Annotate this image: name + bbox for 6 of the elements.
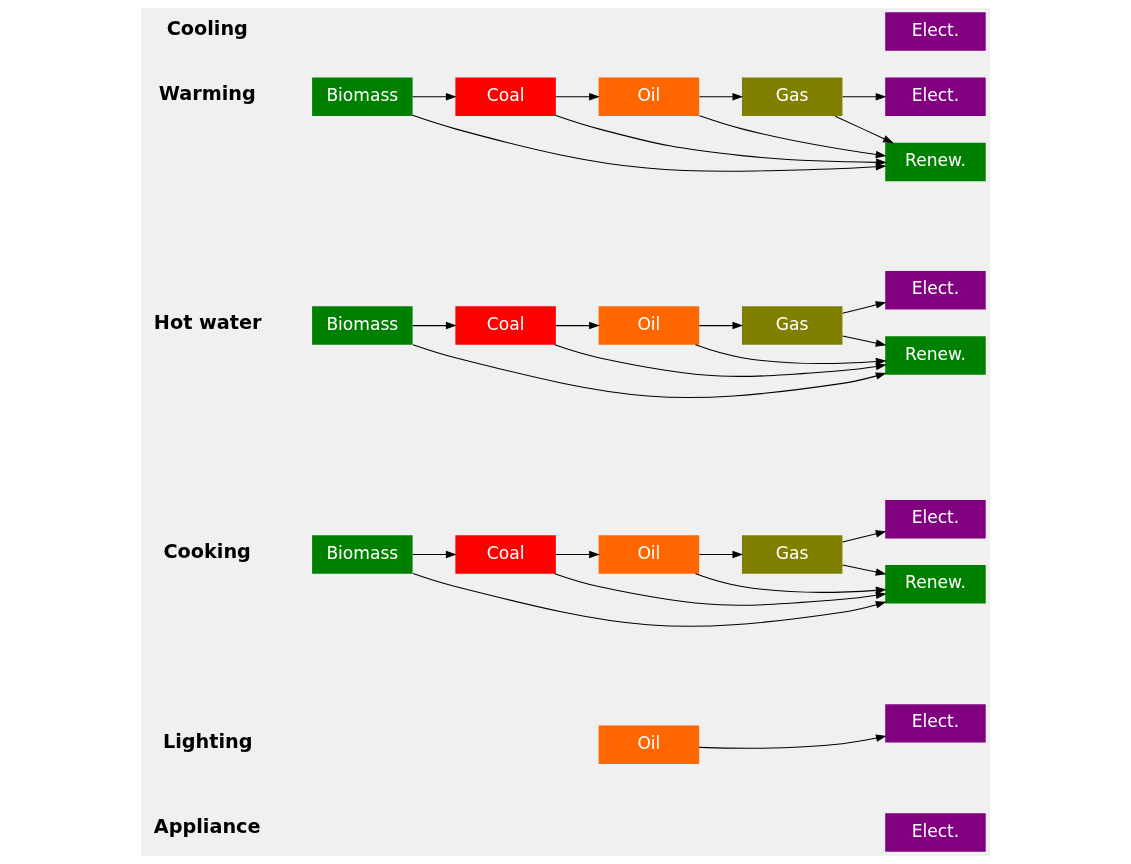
label: Warming	[158, 82, 256, 106]
label: Appliance	[153, 814, 261, 838]
label: Cooling	[166, 17, 248, 41]
label: Hot water	[153, 311, 262, 335]
label: Cooking	[163, 540, 251, 564]
label: Lighting	[162, 730, 253, 754]
